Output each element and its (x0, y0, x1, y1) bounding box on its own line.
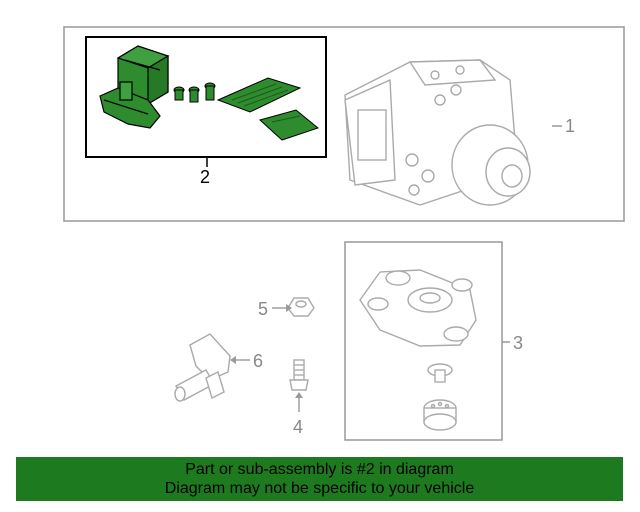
notice-banner: Part or sub-assembly is #2 in diagram Di… (16, 457, 623, 501)
callout-4-arrow (295, 392, 303, 398)
callout-6: 6 (253, 351, 264, 371)
nut (287, 297, 315, 317)
assembly-3-frame (344, 241, 503, 441)
callout-4: 4 (293, 417, 304, 437)
notice-line-1: Part or sub-assembly is #2 in diagram (185, 461, 454, 478)
speed-sensor (174, 333, 231, 402)
sub-assembly-2-frame (85, 36, 327, 158)
notice-line-2: Diagram may not be specific to your vehi… (164, 480, 475, 497)
callout-5: 5 (258, 299, 269, 319)
mounting-bracket (359, 269, 477, 347)
callout-5-arrow (286, 304, 292, 312)
isolator-pieces (423, 363, 457, 431)
callout-2: 2 (200, 167, 211, 187)
bolt (289, 359, 309, 391)
instruction-sheets (216, 77, 320, 141)
assembly-1-frame (63, 26, 625, 222)
module-screws (173, 82, 216, 103)
callout-1: 1 (565, 116, 576, 136)
control-module (99, 45, 170, 129)
callout-3: 3 (513, 333, 524, 353)
hydraulic-unit (344, 59, 531, 206)
callout-6-arrow (230, 356, 236, 364)
